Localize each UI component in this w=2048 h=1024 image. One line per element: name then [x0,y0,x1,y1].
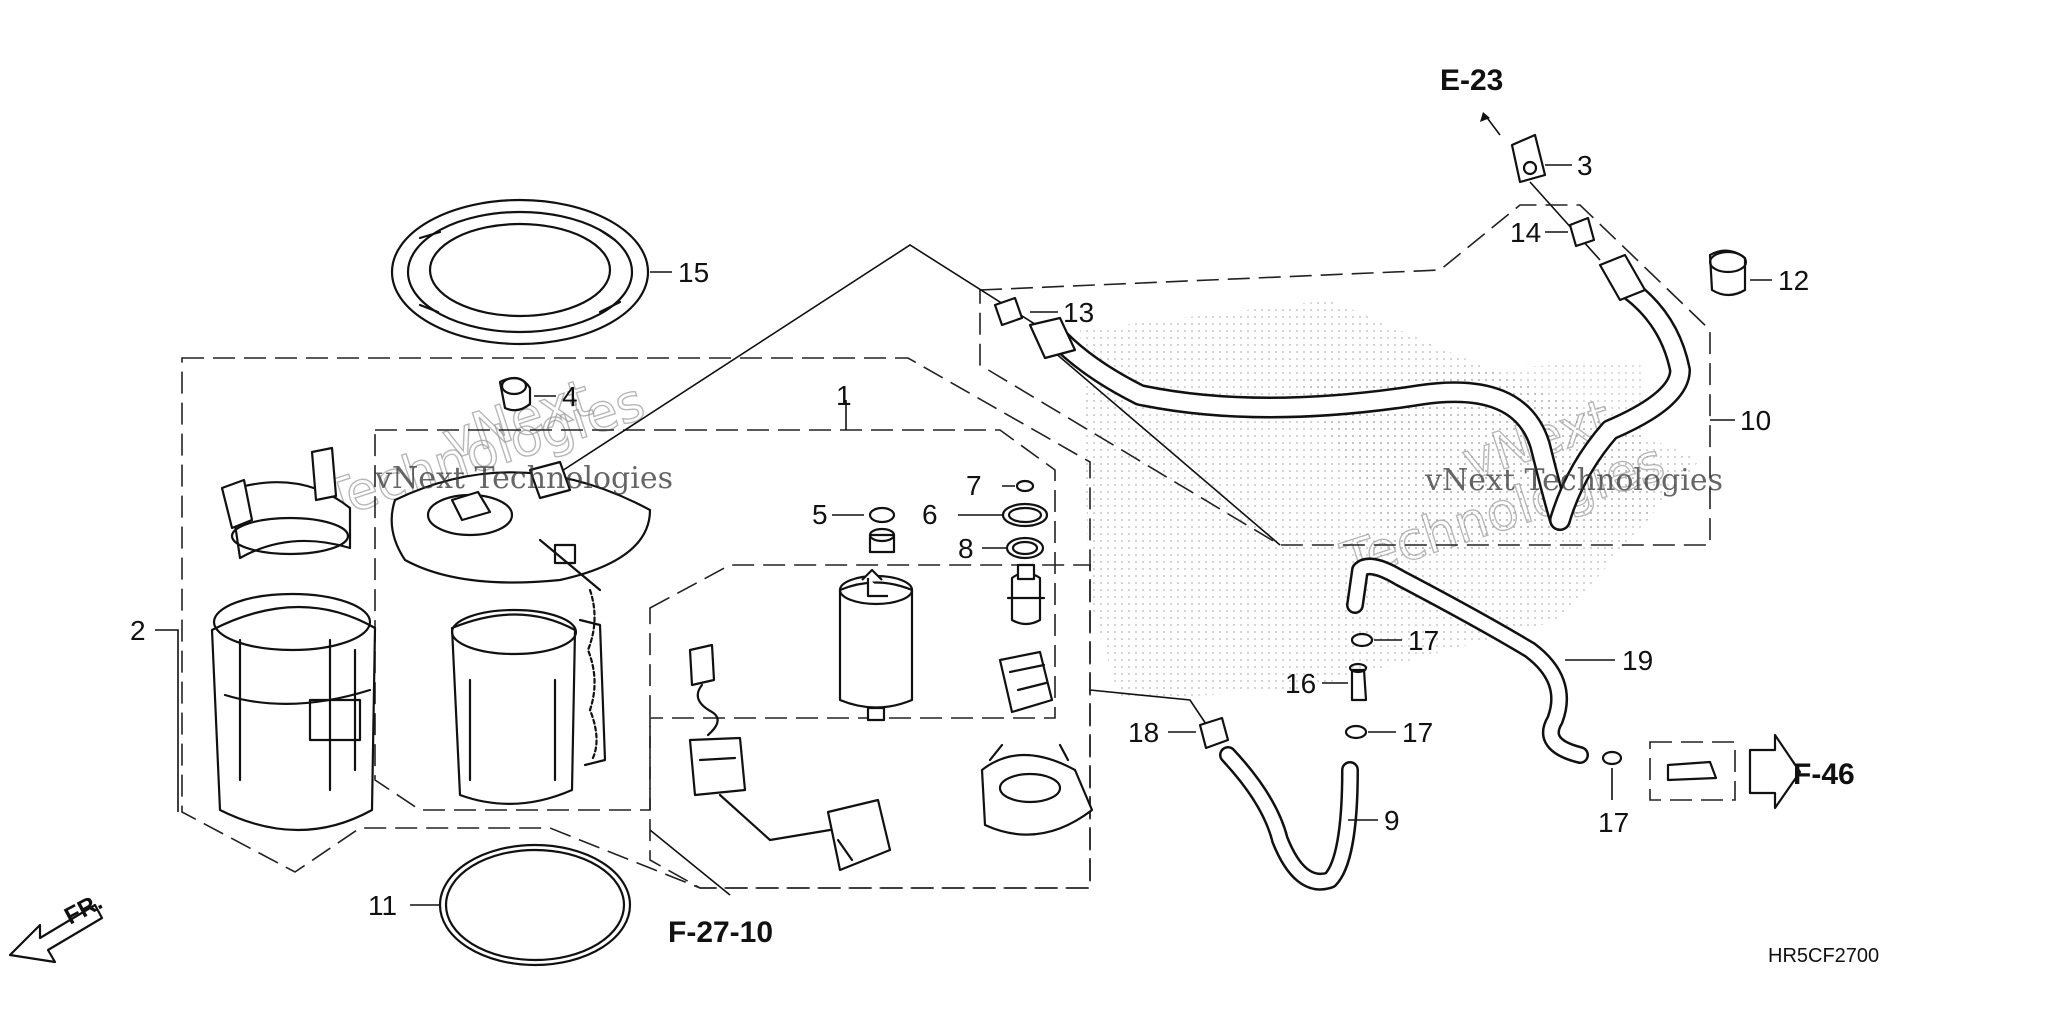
seals-parts-5-8 [832,479,1049,560]
pressure-regulator [998,563,1054,714]
diagram-code: HR5CF2700 [1768,945,1879,967]
label-17b: 17 [1402,717,1433,748]
label-4: 4 [562,381,578,412]
clamp-part-17 [1344,632,1623,800]
ref-f46: F-46 [1793,758,1855,791]
pump-base [980,743,1094,836]
watermark-text: vNext Technologies vNext Technologies [374,461,1723,498]
fuel-level-sender [688,643,892,872]
label-8: 8 [958,533,974,564]
fuel-pump-motor [838,568,914,722]
breather-hose-part-19 [1346,557,1615,764]
label-3: 3 [1577,150,1593,181]
pump-module-part-1 [390,400,847,805]
label-10: 10 [1740,405,1771,436]
group-outlines [181,204,1736,889]
clip-part-18 [1168,716,1230,750]
label-17a: 17 [1408,625,1439,656]
reservoir-part-2 [155,446,377,831]
callout-labels: 1 2 3 4 5 6 7 8 9 10 11 12 13 14 15 16 1… [130,150,1809,921]
label-17c: 17 [1598,807,1629,838]
label-1: 1 [836,380,852,411]
label-11: 11 [368,890,397,921]
o-ring-part-11 [410,843,632,967]
svg-text:vNext Technologies: vNext Technologies [1424,463,1723,498]
label-14: 14 [1510,217,1541,248]
fuel-hose-part-10 [1028,253,1735,531]
label-7: 7 [966,470,982,501]
grommet-part-4 [498,376,556,412]
svg-text:vNext Technologies: vNext Technologies [374,461,673,496]
label-6: 6 [922,499,938,530]
clip-part-14 [1545,216,1596,248]
label-18: 18 [1128,717,1159,748]
clip-part-13 [993,296,1058,327]
grommet-part-12 [1708,249,1772,297]
label-9: 9 [1384,805,1400,836]
lock-ring-part-15 [390,198,672,346]
joint-part-16 [1322,662,1368,702]
ref-f27-10: F-27-10 [668,916,773,949]
label-19: 19 [1622,645,1653,676]
label-13: 13 [1063,297,1094,328]
label-5: 5 [812,499,828,530]
connector-f46 [1666,733,1802,810]
label-2: 2 [130,615,146,646]
label-12: 12 [1778,265,1809,296]
clip-part-3 [1480,112,1601,261]
breather-hose-part-9 [1219,746,1378,891]
label-15: 15 [678,257,709,288]
label-16: 16 [1285,668,1316,699]
front-arrow-icon [8,903,104,964]
ref-e23: E-23 [1440,64,1503,97]
